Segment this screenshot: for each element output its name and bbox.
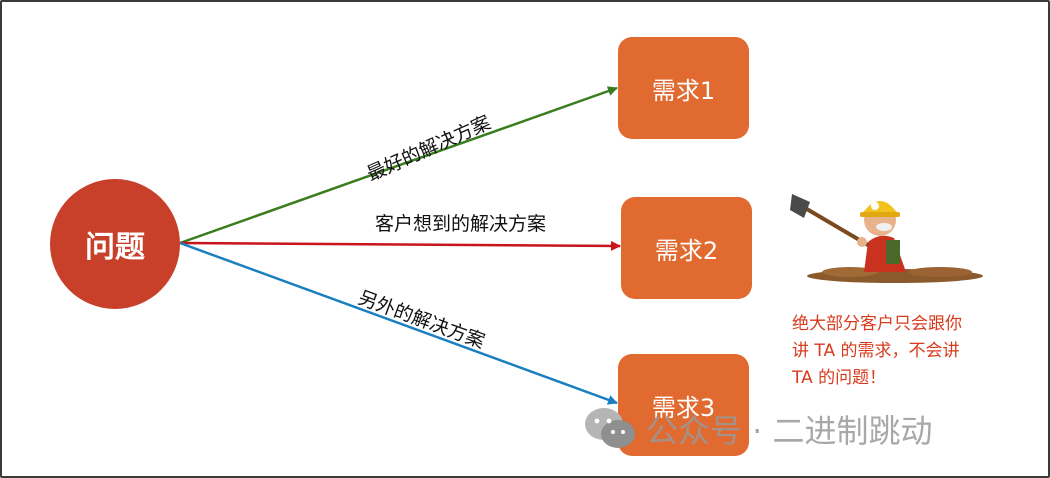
edge-label-customer: 客户想到的解决方案 — [375, 209, 546, 236]
arrow-customer-solution — [180, 243, 620, 246]
need-label-1: 需求1 — [652, 71, 715, 106]
watermark-text: 公众号 · 二进制跳动 — [646, 406, 933, 452]
note-line-1: 绝大部分客户只会跟你 — [792, 311, 1004, 338]
need-node-1: 需求1 — [618, 37, 749, 139]
need-node-2: 需求2 — [621, 197, 752, 299]
problem-label: 问题 — [85, 222, 145, 266]
digging-worker-icon — [790, 180, 990, 290]
note-line-3: TA 的问题！ — [792, 365, 1004, 392]
problem-node: 问题 — [50, 179, 180, 309]
note-text: 绝大部分客户只会跟你 讲 TA 的需求，不会讲 TA 的问题！ — [792, 311, 1004, 392]
wechat-icon — [584, 406, 636, 452]
watermark: 公众号 · 二进制跳动 — [584, 401, 933, 457]
need-label-2: 需求2 — [655, 231, 718, 266]
note-line-2: 讲 TA 的需求，不会讲 — [792, 338, 1004, 365]
